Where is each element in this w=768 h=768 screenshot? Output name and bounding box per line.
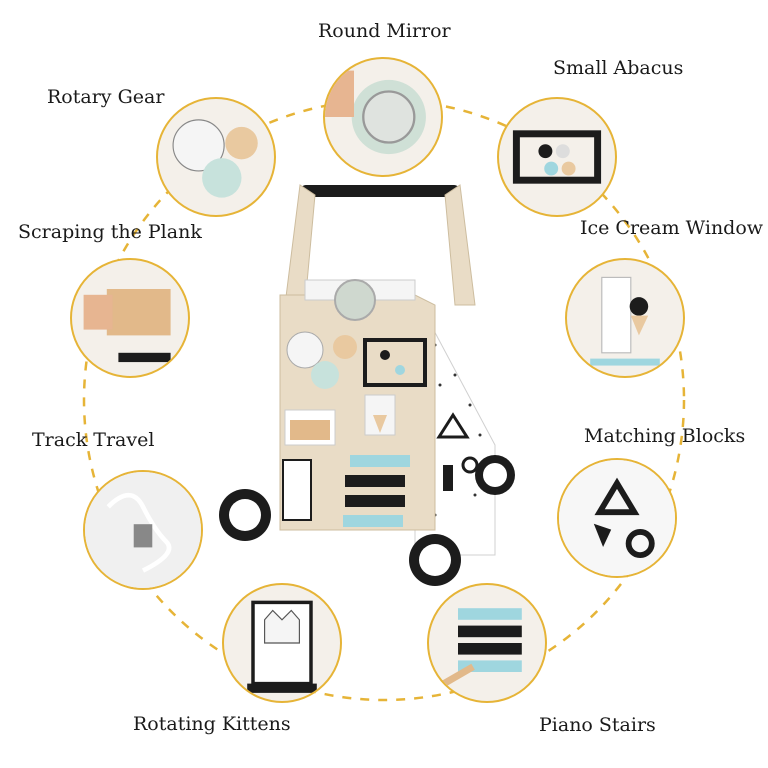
label-matching-blocks: Matching Blocks [584,425,746,447]
rotating-kittens-photo [222,583,342,703]
small-abacus-photo [497,97,617,217]
label-small-abacus: Small Abacus [553,57,684,79]
label-round-mirror: Round Mirror [318,20,451,42]
ice-cream-window-photo [565,258,685,378]
piano-stairs-photo [427,583,547,703]
label-rotary-gear: Rotary Gear [47,86,165,108]
label-rotating-kittens: Rotating Kittens [133,713,291,735]
baby-walker-image [219,184,515,586]
label-ice-cream-window: Ice Cream Window [580,217,764,239]
round-mirror-photo [323,57,443,177]
label-track-travel: Track Travel [32,429,155,451]
label-scraping-plank: Scraping the Plank [18,221,202,243]
matching-blocks-photo [557,458,677,578]
track-travel-photo [83,470,203,590]
rotary-gear-photo [156,97,276,217]
label-piano-stairs: Piano Stairs [539,714,656,736]
scraping-plank-photo [70,258,190,378]
